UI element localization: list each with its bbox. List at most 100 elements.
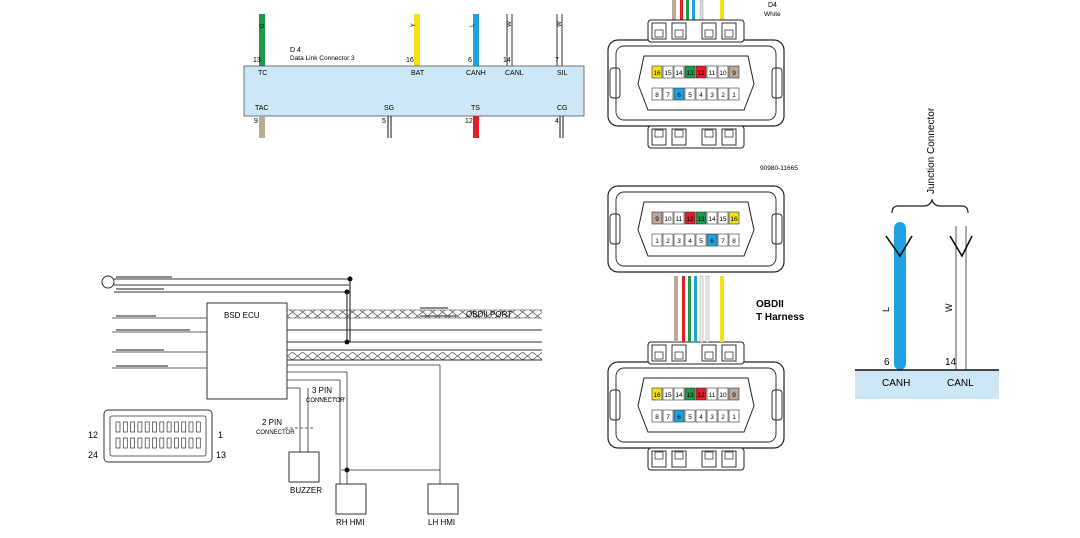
conn-top-r1-pin-label-10: 10 xyxy=(719,70,727,77)
conn-top-r1-pin-16 xyxy=(651,65,663,79)
code-l: L xyxy=(469,23,476,27)
pin-14: 14 xyxy=(503,57,511,64)
conn-bot-r1-pin-label-9: 9 xyxy=(732,392,736,399)
conn-bot-r1-pin-16 xyxy=(651,387,663,401)
ecu-connector-pin xyxy=(166,421,172,433)
conn-mid-r2-pin-3 xyxy=(673,233,685,247)
conn-top-r2-pin-1 xyxy=(728,87,740,101)
ecu-connector-pin xyxy=(122,437,128,449)
lh-hmi-box xyxy=(427,483,459,515)
ecu-connector-pin xyxy=(159,421,165,433)
conn-mid-r1-pin-12 xyxy=(684,211,696,225)
code-w1: W xyxy=(506,21,513,27)
junction-wire-canl xyxy=(955,226,967,370)
conn-top-r1-pin-label-11: 11 xyxy=(709,70,716,77)
conn-mid-r2-pin-1 xyxy=(651,233,663,247)
junction-code-l: L xyxy=(881,307,891,312)
conn-bot-r1-pin-14 xyxy=(673,387,685,401)
conn-top-r1-pin-14 xyxy=(673,65,685,79)
conn-mid-r2-pin-label-3: 3 xyxy=(677,238,681,245)
conn-bot-r2-pin-3 xyxy=(706,409,718,423)
pin-7: 7 xyxy=(555,57,559,64)
label-canh: CANH xyxy=(466,70,486,77)
ecu-connector-pin xyxy=(195,421,201,433)
lh-hmi-label: LH HMI xyxy=(428,518,455,527)
obdii-port-label: OBDII PORT xyxy=(466,310,512,319)
conn-mid-r2-pin-label-2: 2 xyxy=(666,238,670,245)
conn-bot-r1-pin-11 xyxy=(706,387,718,401)
ecu-connector-pin xyxy=(159,437,165,449)
ecu-connector-pin xyxy=(137,437,143,449)
conn-pin-1: 1 xyxy=(218,430,223,440)
conn-mid-r1-pin-label-14: 14 xyxy=(708,216,716,223)
conn-bot-r2-pin-2 xyxy=(717,409,729,423)
wire-sil xyxy=(556,14,563,66)
conn-bot-r1-pin-label-14: 14 xyxy=(675,392,683,399)
ecu-connector-pin xyxy=(166,437,172,449)
junction-arrow-canl xyxy=(949,235,973,258)
conn-mid-r2-pin-label-4: 4 xyxy=(688,238,692,245)
label-tac: TAC xyxy=(255,105,268,112)
conn-top-r2-pin-label-7: 7 xyxy=(666,92,670,99)
conn-mid-r2-pin-4 xyxy=(684,233,696,247)
conn-mid-r2-pin-label-6: 6 xyxy=(710,238,714,245)
buzzer-box xyxy=(288,451,320,483)
ecu-connector-pin xyxy=(115,421,121,433)
conn-bot-r2-pin-label-7: 7 xyxy=(666,414,670,421)
conn-pin-13: 13 xyxy=(216,450,226,460)
conn-bot-r2-pin-label-5: 5 xyxy=(688,414,692,421)
conn-mid-r1-pin-13 xyxy=(695,211,707,225)
conn-mid-r2-pin-label-7: 7 xyxy=(721,238,725,245)
wire-canl xyxy=(506,14,513,66)
wire-bat xyxy=(414,14,420,66)
code-w2: W xyxy=(556,21,563,27)
conn-bot-r2-pin-label-8: 8 xyxy=(655,414,659,421)
conn-top-r1-pin-15 xyxy=(662,65,674,79)
conn-top-r2-pin-label-2: 2 xyxy=(721,92,725,99)
junction-num-14: 14 xyxy=(945,357,957,368)
conn-mid-r2-pin-8 xyxy=(728,233,740,247)
label-sil: SIL xyxy=(557,70,568,77)
ecu-connector-pin xyxy=(174,421,179,433)
conn-top-r1-pin-label-13: 13 xyxy=(686,70,694,77)
ecu-connector-pin xyxy=(188,437,194,449)
conn-mid-r1-pin-label-15: 15 xyxy=(719,216,727,223)
conn-mid-r2-pin-5 xyxy=(695,233,707,247)
conn-mid-r2-pin-7 xyxy=(717,233,729,247)
conn-top-r2-pin-label-3: 3 xyxy=(710,92,714,99)
junction-num-6: 6 xyxy=(884,357,890,368)
pin-9: 9 xyxy=(254,118,258,125)
wire-tc xyxy=(259,14,265,66)
pin-5: 5 xyxy=(382,118,386,125)
conn-bot-r1-pin-10 xyxy=(717,387,729,401)
conn-mid-r1-pin-label-11: 11 xyxy=(676,216,683,223)
conn-bot-r1-pin-9 xyxy=(728,387,740,401)
ecu-connector-pin xyxy=(122,421,128,433)
junction-label-canl: CANL xyxy=(947,378,974,389)
ecu-connector-pin xyxy=(195,437,201,449)
conn-bot-r2-pin-5 xyxy=(684,409,696,423)
conn-bot-r1-pin-15 xyxy=(662,387,674,401)
conn-top-r1-pin-13 xyxy=(684,65,696,79)
conn-top-r1-pin-label-14: 14 xyxy=(675,70,683,77)
conn-top-r2-pin-label-5: 5 xyxy=(688,92,692,99)
wire-cg xyxy=(559,116,564,138)
junction-arrow-canh xyxy=(885,235,913,258)
ground-terminal xyxy=(101,275,115,289)
junction-wire-canh xyxy=(894,222,906,370)
junction-brace xyxy=(891,198,969,214)
conn-bot-r1-pin-12 xyxy=(695,387,707,401)
conn-bot-r2-pin-6 xyxy=(673,409,685,423)
label-ts: TS xyxy=(471,105,480,112)
junction-connector: Junction Connector L W 6 14 CANH CANL xyxy=(855,107,999,399)
conn-top-r1-pin-label-12: 12 xyxy=(697,70,705,77)
conn-mid-r1-pin-label-9: 9 xyxy=(655,216,659,223)
rh-hmi-label: RH HMI xyxy=(336,518,364,527)
conn-mid-r2-pin-2 xyxy=(662,233,674,247)
conn-mid-r2-pin-label-8: 8 xyxy=(732,238,736,245)
harness-wires xyxy=(674,275,724,343)
conn-top-r1-pin-label-15: 15 xyxy=(664,70,672,77)
ecu-connector-pin xyxy=(137,421,143,433)
pin2-label-2: CONNECTOR xyxy=(256,430,295,436)
